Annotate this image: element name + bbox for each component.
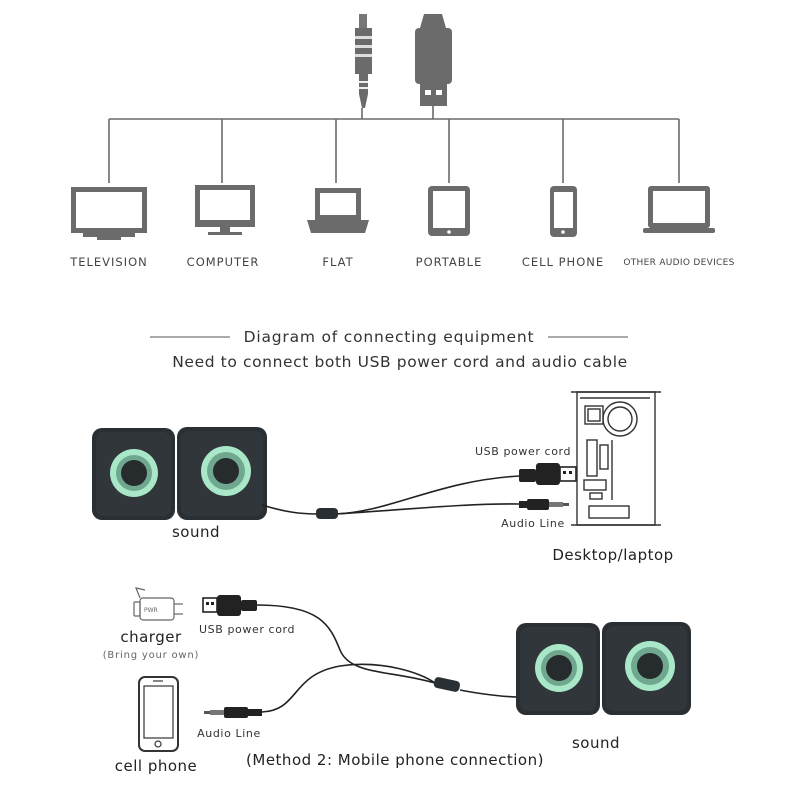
- device-label-computer: COMPUTER: [187, 255, 260, 269]
- inline-volume-control-method2: [433, 677, 461, 692]
- device-label-flat: FLAT: [322, 255, 353, 269]
- inline-volume-control: [316, 508, 338, 519]
- method1-cables: [261, 475, 521, 515]
- other-audio-laptop-icon: [643, 186, 715, 233]
- cell-phone-icon: [550, 186, 577, 237]
- charger-label: charger: [120, 628, 182, 646]
- charger-icon: PWR: [133, 587, 183, 621]
- diagram-title: Diagram of connecting equipment: [244, 328, 535, 346]
- audio-jack-connector-icon: [519, 499, 569, 510]
- desktop-laptop-label: Desktop/laptop: [552, 546, 673, 564]
- method2-caption: (Method 2: Mobile phone connection): [246, 751, 544, 769]
- device-label-television: TELEVISION: [69, 255, 148, 269]
- method2-cables: [256, 604, 521, 713]
- speaker-right-icon: [177, 427, 267, 520]
- audio-line-label: Audio Line: [501, 517, 565, 530]
- audio-line-label-method2: Audio Line: [197, 727, 261, 740]
- device-label-portable: PORTABLE: [416, 255, 483, 269]
- device-label-cell-phone: CELL PHONE: [522, 255, 604, 269]
- usb-plug-icon: [415, 14, 452, 106]
- charger-note: (Bring your own): [103, 650, 200, 661]
- usb-connector-icon: [519, 463, 577, 485]
- speaker-left-method2-icon: [516, 623, 600, 715]
- desktop-tower-icon: [571, 391, 661, 526]
- usb-connector-method2-icon: [202, 595, 257, 616]
- audio-jack-icon: [355, 14, 372, 108]
- device-label-other-audio: OTHER AUDIO DEVICES: [623, 258, 734, 268]
- svg-text:PWR: PWR: [144, 607, 158, 614]
- sound-label-method2: sound: [572, 734, 620, 752]
- connector-tree-lines: [108, 106, 680, 183]
- computer-monitor-icon: [195, 185, 255, 235]
- requirement-note: Need to connect both USB power cord and …: [172, 353, 628, 371]
- tablet-icon: [428, 186, 470, 236]
- usb-power-cord-label: USB power cord: [475, 445, 571, 458]
- audio-jack-method2-icon: [204, 707, 262, 718]
- laptop-icon: [307, 188, 369, 233]
- cell-phone-device-icon: [138, 676, 179, 752]
- cell-phone-label: cell phone: [115, 757, 198, 775]
- usb-power-cord-label-method2: USB power cord: [199, 623, 295, 636]
- sound-label: sound: [172, 523, 220, 541]
- speaker-left-icon: [92, 428, 175, 520]
- television-icon: [71, 187, 147, 240]
- speaker-right-method2-icon: [602, 622, 691, 715]
